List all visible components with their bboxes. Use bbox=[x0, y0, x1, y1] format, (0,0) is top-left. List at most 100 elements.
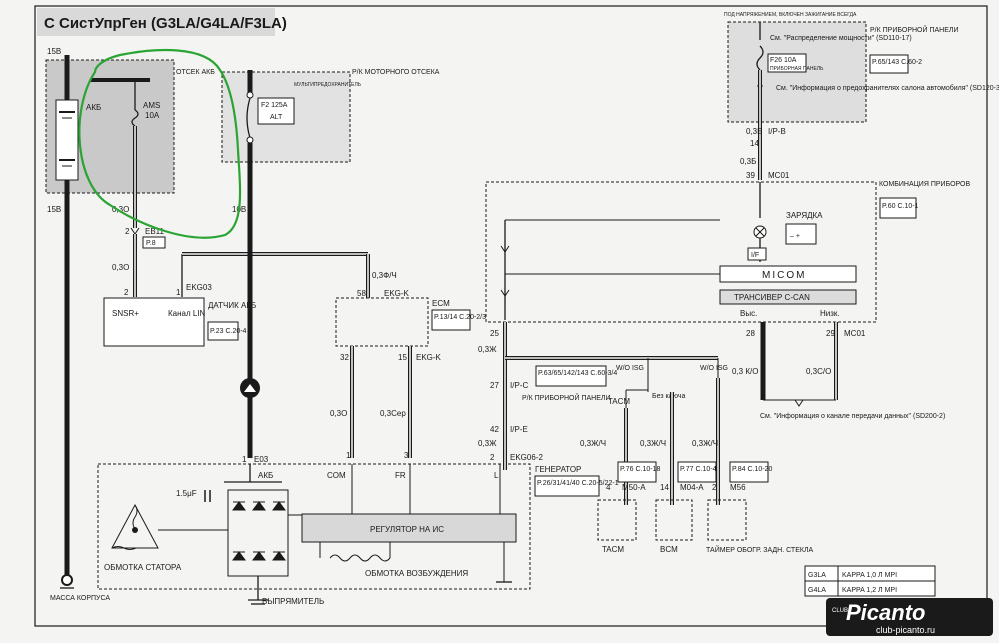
mod-timer: ТАЙМЕР ОБОГР. ЗАДН. СТЕКЛА bbox=[706, 545, 814, 554]
cluster-wire-03zh-b: 0,3Ж bbox=[478, 439, 497, 448]
legend-code-1: G4LA bbox=[808, 587, 826, 594]
stator-symbol bbox=[111, 503, 159, 550]
gen-field: ОБМОТКА ВОЗБУЖДЕНИЯ bbox=[365, 569, 468, 578]
sensor-snsr: SNSR+ bbox=[112, 309, 139, 318]
ecm-pin58: 58 bbox=[357, 289, 366, 298]
ecm-box bbox=[335, 297, 429, 347]
field-coil-icon bbox=[329, 554, 391, 562]
ground-icon bbox=[61, 574, 73, 586]
gen-ground: МАССА КОРПУСА bbox=[50, 595, 110, 602]
cluster-wire-03zh-a: 0,3Ж bbox=[478, 345, 497, 354]
top-see-power: См. "Распределение мощности" (SD110-17) bbox=[770, 35, 912, 42]
ecm-wire-top: 0,3Ф/Ч bbox=[372, 271, 397, 280]
gen-l: L bbox=[494, 471, 499, 480]
mod-wire-03zhch-b: 0,3Ж/Ч bbox=[640, 439, 666, 448]
multi-fuse-label: МУЛЬТИПРЕДОХРАНИТЕЛЬ bbox=[294, 82, 362, 88]
cluster-pin29: 29 bbox=[826, 329, 835, 338]
ecm-pin3: 3 bbox=[404, 451, 409, 460]
mod-timer-pin: 2 bbox=[712, 483, 717, 492]
fuse-ams-label: AMS bbox=[143, 101, 160, 110]
top-fuse-ref: ПОД НАПРЯЖЕНИЕМ, ВКЛЮЧЕН ЗАЖИГАНИЕ ВСЕГД… bbox=[724, 12, 857, 18]
mod-wo-isg-2: W/O ISG bbox=[700, 365, 728, 372]
ams-fuse-icon bbox=[131, 109, 139, 127]
cluster-wire-03so: 0,3С/О bbox=[806, 367, 831, 376]
svg-text:– +: – + bbox=[790, 233, 800, 240]
title-bar bbox=[37, 8, 275, 36]
top-conn-ip-b: I/P-B bbox=[768, 127, 786, 136]
wire-15b-bottom: 15B bbox=[47, 205, 61, 214]
gen-ref: P.26/31/41/40 C.20-5/22-1 bbox=[537, 480, 619, 487]
cluster-ref: P.60 C.10-1 bbox=[882, 203, 919, 210]
ecm-wire-03o: 0,3O bbox=[330, 409, 347, 418]
cluster-high: Выс. bbox=[740, 309, 757, 318]
page-frame bbox=[34, 5, 988, 627]
top-conn-14: 14 bbox=[750, 139, 759, 148]
ecm-conn-top: EKG-K bbox=[384, 289, 410, 298]
top-rk-panel-ref: P.65/143 C.60-2 bbox=[872, 59, 922, 66]
gen-rectifier: ВЫПРЯМИТЕЛЬ bbox=[262, 597, 324, 606]
ecm-pin32: 32 bbox=[340, 353, 349, 362]
cluster-pin27: 27 bbox=[490, 381, 499, 390]
gen-stator: ОБМОТКА СТАТОРА bbox=[104, 563, 182, 572]
gen-pin2: 2 bbox=[490, 453, 495, 462]
picanto-logo: CLUB Picanto club-picanto.ru bbox=[826, 598, 993, 636]
panel-fuse-icon bbox=[756, 45, 764, 71]
cluster-charge: ЗАРЯДКА bbox=[786, 211, 823, 220]
mod-wo-isg-1: W/O ISG bbox=[616, 365, 644, 372]
cluster-pin25: 25 bbox=[490, 329, 499, 338]
ecm-wire-03ser: 0,3Сер bbox=[380, 409, 406, 418]
page-title: С СистУпрГен (G3LA/G4LA/F3LA) bbox=[44, 15, 287, 32]
cluster-micom: MICOM bbox=[762, 270, 806, 281]
fuse-ams-rating: 10A bbox=[145, 111, 160, 120]
conn-ekg03: EKG03 bbox=[186, 283, 212, 292]
wire-03o-b: 0,3O bbox=[112, 263, 129, 272]
sensor-ref: P.23 C.20-4 bbox=[210, 328, 247, 335]
cluster-conn-ip-c: I/P-C bbox=[510, 381, 528, 390]
cluster-if: I/F bbox=[751, 252, 759, 259]
cluster-title: КОМБИНАЦИЯ ПРИБОРОВ bbox=[879, 181, 970, 188]
gen-regulator: РЕГУЛЯТОР НА ИС bbox=[370, 525, 444, 534]
battery-label: АКБ bbox=[86, 103, 101, 112]
cluster-see-can: См. "Информация о канале передачи данных… bbox=[760, 413, 945, 420]
mod-bcm-pin: 14 bbox=[660, 483, 669, 492]
alt-fuse-icon bbox=[246, 97, 251, 139]
ecm-pin15: 15 bbox=[398, 353, 407, 362]
tacm-module bbox=[597, 499, 637, 541]
battery-sensor-box bbox=[103, 297, 205, 347]
ecm-pin1: 1 bbox=[346, 451, 351, 460]
battery-compartment-title: ОТСЕК АКБ bbox=[176, 69, 215, 76]
gen-conn: EKG06-2 bbox=[510, 453, 543, 462]
mod-bcm: BCM bbox=[660, 545, 678, 554]
top-conn-39: 39 bbox=[746, 171, 755, 180]
mod-no-key: Без ключа bbox=[652, 393, 685, 400]
wire-15b-top: 15B bbox=[47, 47, 61, 56]
sensor-title: ДАТЧИК АКБ bbox=[208, 301, 256, 310]
cluster-pin28: 28 bbox=[746, 329, 755, 338]
cluster-rk-panel: Р/К ПРИБОРНОЙ ПАНЕЛИ bbox=[522, 393, 611, 402]
legend-text-0: KAPPA 1,0 Л MPI bbox=[842, 572, 897, 579]
sensor-canal: Канал LIN bbox=[168, 309, 206, 318]
mod-wire-03zhch-c: 0,3Ж/Ч bbox=[692, 439, 718, 448]
battery-symbol bbox=[55, 55, 79, 585]
mod-bcm-ref: P.77 C.10-4 bbox=[680, 466, 717, 473]
sensor-pin2: 2 bbox=[124, 288, 129, 297]
timer-module bbox=[707, 499, 747, 541]
mod-tacm-pin: 4 bbox=[606, 483, 611, 492]
cluster-box bbox=[485, 181, 877, 323]
mod-tacm-conn: M50-A bbox=[622, 483, 646, 492]
charge-battery-icon bbox=[785, 223, 817, 245]
cluster-wire-03ko: 0,3 К/О bbox=[732, 367, 758, 376]
legend-code-0: G3LA bbox=[808, 572, 826, 579]
gen-akb: АКБ bbox=[258, 471, 273, 480]
cluster-pin42: 42 bbox=[490, 425, 499, 434]
logo-url: club-picanto.ru bbox=[876, 625, 935, 635]
mod-timer-conn: M56 bbox=[730, 483, 746, 492]
conn-p8: P.8 bbox=[146, 240, 156, 247]
engine-box-title: Р/К МОТОРНОГО ОТСЕКА bbox=[352, 69, 440, 76]
cluster-ref-group: P.63/65/142/143 C.60-3/4 bbox=[538, 370, 617, 377]
logo-club: CLUB bbox=[832, 608, 848, 614]
top-fuse-panel: F26 10A bbox=[770, 57, 797, 64]
alt-fuse-rating: F2 125A bbox=[261, 102, 288, 109]
gen-pin1: 1 bbox=[242, 455, 247, 464]
alt-fuse-label: ALT bbox=[270, 114, 283, 121]
